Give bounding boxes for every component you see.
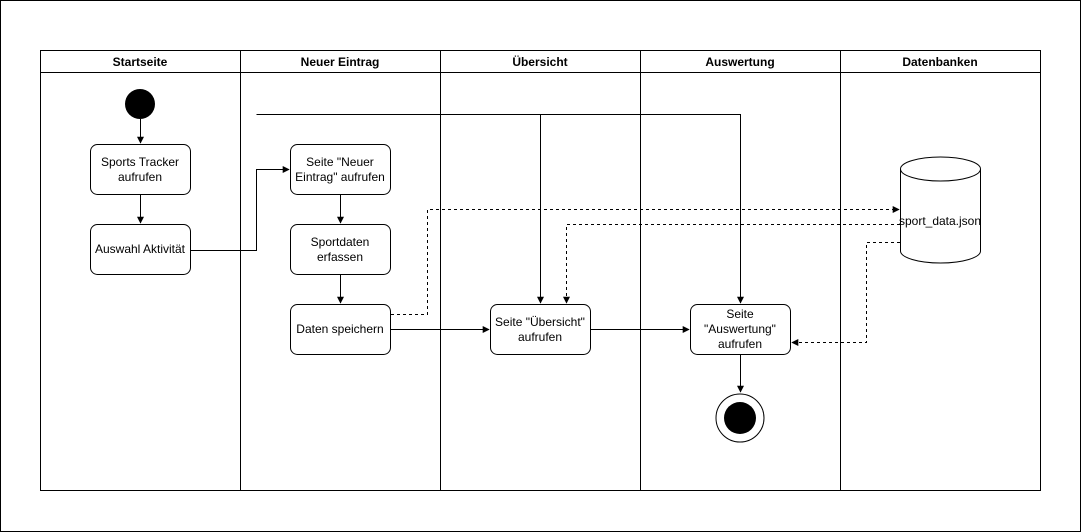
edge-speichern-to-database — [391, 206, 900, 315]
swimlane-pool — [40, 50, 1041, 491]
node-auswahl-label: Auswahl Aktivität — [95, 242, 186, 256]
lane-title-startseite: Startseite — [113, 55, 168, 69]
node-seite-neuer-eintrag-label-2: Eintrag" aufrufen — [295, 170, 385, 184]
end-node — [715, 393, 765, 443]
node-seite-auswertung-label-1: Seite — [726, 307, 754, 321]
node-sportdaten-label-2: erfassen — [317, 250, 363, 264]
edge-auswahl-to-auswertung — [540, 114, 744, 304]
node-sportdaten-erfassen — [290, 224, 391, 275]
node-sports-tracker-label-2: aufrufen — [118, 170, 162, 184]
database-cylinder — [900, 156, 981, 264]
node-seite-auswertung-label-2: "Auswertung" — [704, 322, 776, 336]
node-sportdaten-label-1: Sportdaten — [311, 235, 370, 249]
node-seite-uebersicht-label-2: aufrufen — [518, 330, 562, 344]
database-label: sport_data.json — [899, 214, 981, 228]
node-sports-tracker-label-1: Sports Tracker — [101, 155, 179, 169]
node-seite-neuer-eintrag — [290, 144, 391, 195]
lane-title-datenbanken: Datenbanken — [902, 55, 977, 69]
node-auswahl-aktivitaet — [90, 224, 191, 275]
node-seite-uebersicht — [490, 304, 591, 355]
lane-title-auswertung: Auswertung — [705, 55, 774, 69]
start-node — [125, 89, 155, 119]
node-seite-neuer-eintrag-label-1: Seite "Neuer — [306, 155, 374, 169]
node-daten-speichern-label: Daten speichern — [296, 322, 383, 336]
node-seite-auswertung-label-3: aufrufen — [718, 337, 762, 351]
lane-title-uebersicht: Übersicht — [512, 54, 567, 69]
edge-database-to-uebersicht — [563, 224, 900, 304]
node-seite-uebersicht-label-1: Seite "Übersicht" — [495, 315, 585, 329]
node-daten-speichern — [290, 304, 391, 355]
node-seite-auswertung — [690, 304, 791, 355]
lane-title-neuer-eintrag: Neuer Eintrag — [301, 55, 380, 69]
edge-auswahl-to-neuer-eintrag — [191, 166, 290, 251]
node-sports-tracker — [90, 144, 191, 195]
edge-database-to-auswertung — [791, 242, 900, 346]
